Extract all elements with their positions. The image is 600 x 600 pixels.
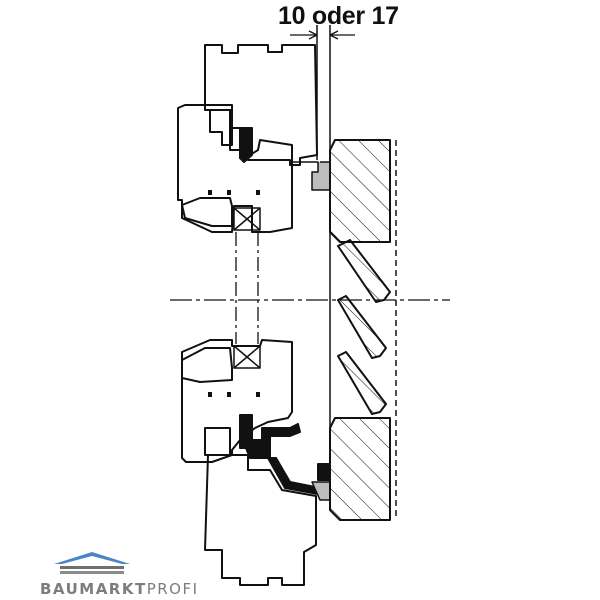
lower-sash (181, 339, 293, 463)
upper-grips (208, 190, 260, 195)
upper-gasket (239, 127, 253, 163)
lower-bead (181, 347, 233, 383)
glazing-spacer-upper (233, 207, 261, 231)
upper-bead (181, 197, 233, 227)
louvre-slats (337, 239, 391, 415)
dimension-label: 10 oder 17 (278, 2, 399, 30)
lower-gasket (239, 414, 301, 459)
lower-outer-frame (204, 454, 317, 586)
logo-roof-icon (54, 552, 130, 574)
logo-text-bold: BAUMARKT (40, 580, 147, 598)
weather-bar (267, 457, 321, 495)
logo-text: BAUMARKTPROFI (40, 580, 199, 598)
glass-pane (235, 232, 259, 344)
shutter-box-lower (329, 417, 391, 521)
lower-grips (208, 392, 260, 397)
logo-text-light: PROFI (146, 580, 199, 598)
glazing-spacer-lower (233, 345, 261, 369)
brand-logo: BAUMARKTPROFI (40, 548, 197, 600)
upper-sash (177, 104, 293, 233)
upper-sash-rebate (209, 109, 233, 146)
upper-outer-frame (204, 44, 318, 166)
shutter-box-upper (329, 139, 391, 243)
lower-sash-rebate (204, 427, 231, 456)
